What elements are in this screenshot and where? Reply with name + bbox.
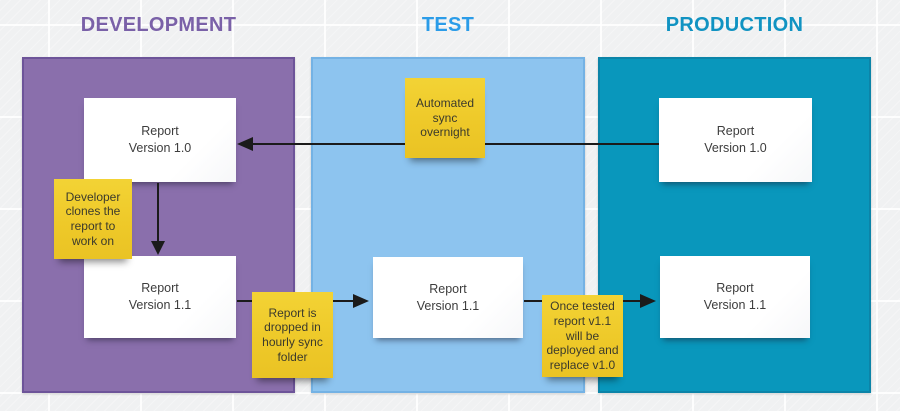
sticky-text: Automated sync overnight	[415, 96, 475, 140]
sticky-automated-sync[interactable]: Automated sync overnight	[405, 78, 485, 158]
header-test: TEST	[421, 13, 475, 36]
sticky-developer-clones[interactable]: Developer clones the report to work on	[54, 179, 132, 259]
card-title: Report	[716, 281, 754, 296]
card-title: Report	[716, 124, 755, 139]
card-subtitle: Version 1.0	[704, 141, 767, 155]
card-dev-report-v11[interactable]: Report Version 1.1	[84, 256, 236, 338]
sticky-once-tested[interactable]: Once tested report v1.1 will be deployed…	[542, 295, 623, 377]
sticky-text: Developer clones the report to work on	[65, 189, 121, 248]
card-subtitle: Version 1.1	[416, 298, 480, 313]
header-production: PRODUCTION	[665, 13, 804, 36]
card-title: Report	[141, 124, 179, 139]
sticky-text: Report is dropped in hourly sync folder	[262, 305, 323, 364]
sticky-text: Once tested report v1.1 will be deployed…	[546, 299, 619, 372]
card-subtitle: Version 1.0	[128, 141, 192, 155]
card-prod-report-v11[interactable]: Report Version 1.1	[660, 256, 810, 338]
card-text: Report Version 1.1	[129, 280, 192, 314]
card-subtitle: Version 1.1	[128, 298, 192, 312]
sticky-report-dropped[interactable]: Report is dropped in hourly sync folder	[252, 292, 333, 378]
card-title: Report	[141, 281, 179, 296]
card-prod-report-v10[interactable]: Report Version 1.0	[659, 98, 812, 182]
card-text: Report Version 1.0	[129, 123, 192, 157]
card-title: Report	[429, 281, 467, 296]
card-text: Report Version 1.1	[704, 280, 767, 314]
card-text: Report Version 1.0	[704, 123, 767, 157]
card-test-report-v11[interactable]: Report Version 1.1	[373, 257, 523, 338]
card-text: Report Version 1.1	[417, 281, 480, 315]
card-dev-report-v10[interactable]: Report Version 1.0	[84, 98, 236, 182]
header-development: DEVELOPMENT	[80, 13, 237, 36]
card-subtitle: Version 1.1	[703, 298, 767, 312]
